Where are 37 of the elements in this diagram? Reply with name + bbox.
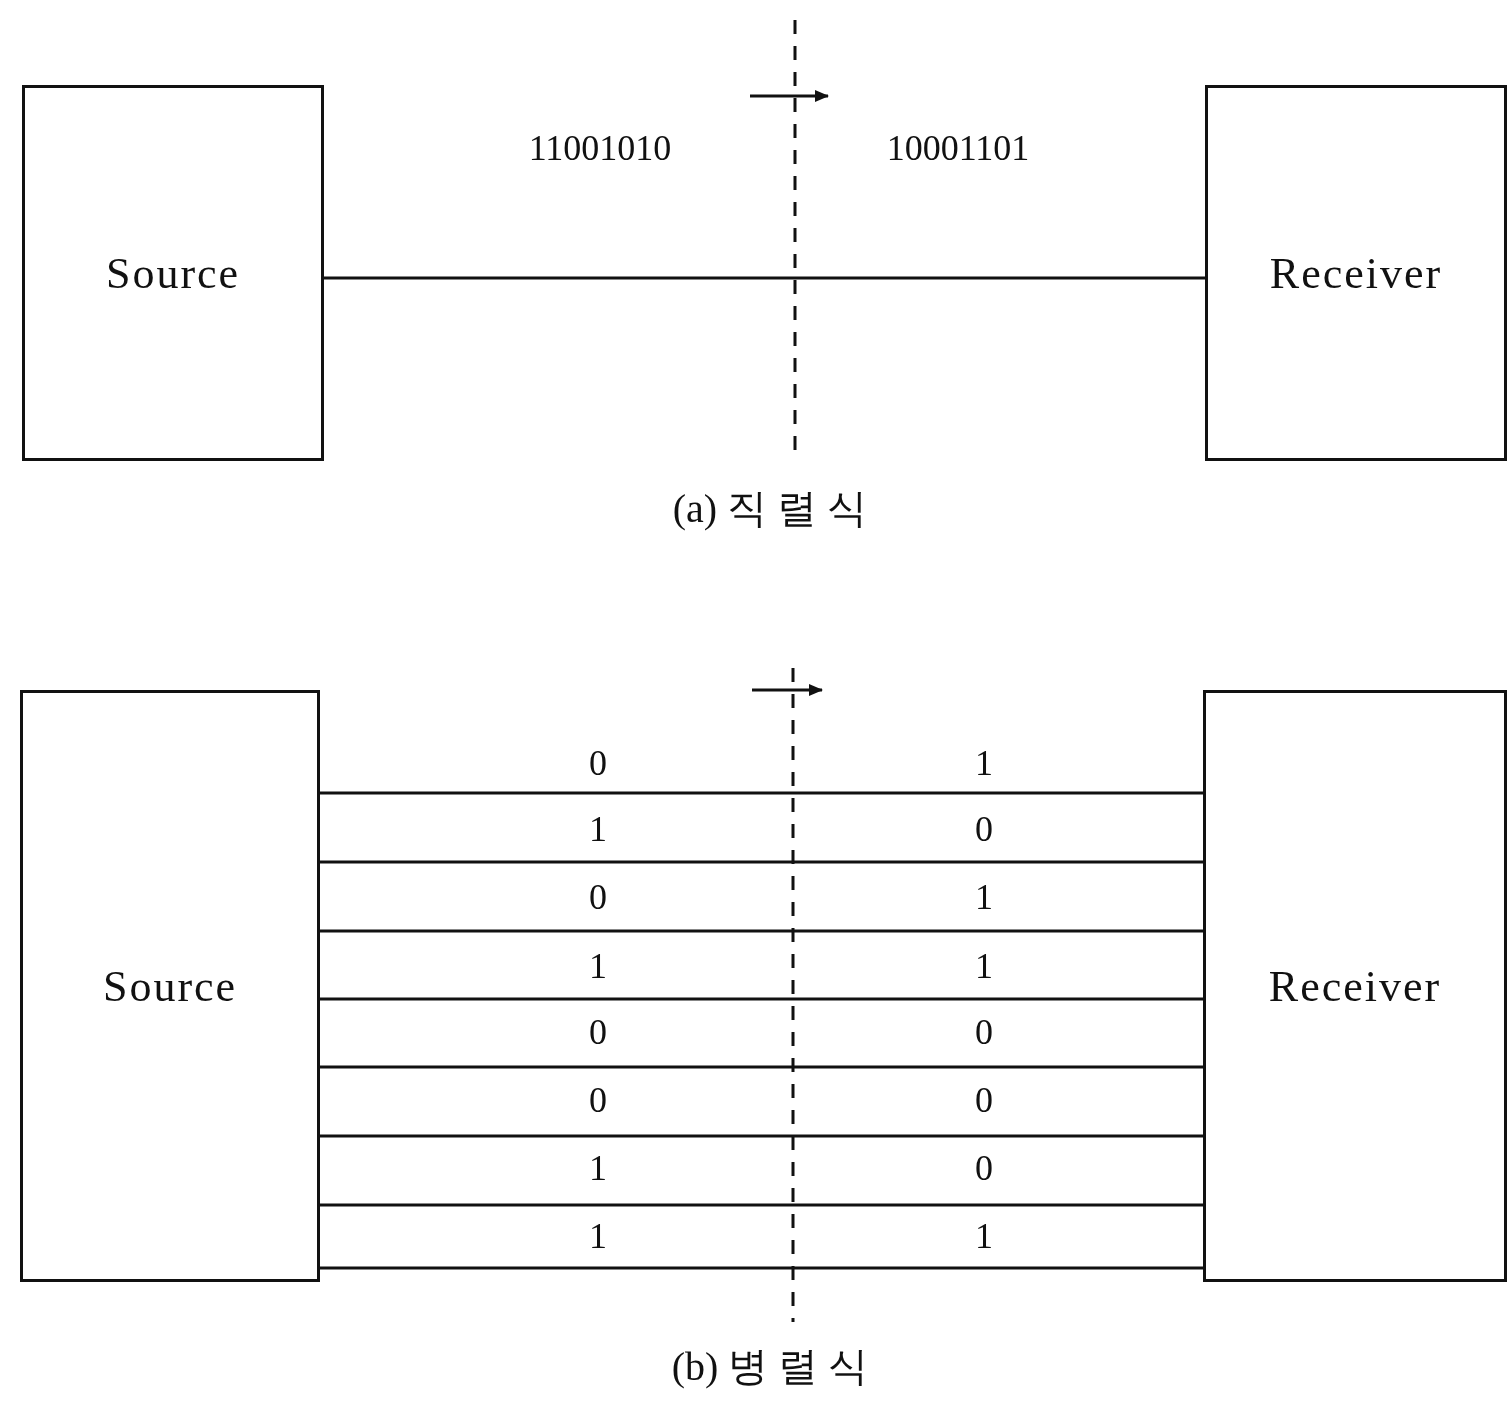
box-label: Receiver — [1269, 247, 1443, 299]
connection-line — [320, 1065, 1203, 1069]
bit-label: 11001010 — [528, 127, 672, 169]
connection-line — [324, 276, 1205, 280]
device-box — [1205, 85, 1507, 461]
figure-caption: (b) 병 렬 식 — [671, 1342, 869, 1391]
bit-label: 1 — [975, 742, 993, 784]
bit-label: 0 — [975, 808, 993, 850]
device-box — [20, 690, 320, 1282]
bit-label: 0 — [589, 876, 607, 918]
bit-label: 0 — [589, 742, 607, 784]
connection-line — [320, 1266, 1203, 1270]
connection-line — [320, 791, 1203, 795]
bit-label: 0 — [975, 1079, 993, 1121]
connection-line — [320, 1203, 1203, 1207]
connection-line — [320, 860, 1203, 864]
bit-label: 1 — [975, 1215, 993, 1257]
bit-label: 10001101 — [886, 127, 1030, 169]
bit-label: 1 — [975, 876, 993, 918]
connection-line — [320, 1134, 1203, 1138]
connection-line — [320, 929, 1203, 933]
bit-label: 0 — [589, 1011, 607, 1053]
bit-label: 0 — [975, 1011, 993, 1053]
bit-label: 1 — [589, 1215, 607, 1257]
box-label: Receiver — [1268, 960, 1442, 1012]
box-label: Source — [105, 247, 241, 299]
bit-label: 0 — [589, 1079, 607, 1121]
device-box — [22, 85, 324, 461]
box-label: Source — [102, 960, 238, 1012]
bit-label: 1 — [975, 945, 993, 987]
device-box — [1203, 690, 1507, 1282]
bit-label: 1 — [589, 808, 607, 850]
bit-label: 1 — [589, 1147, 607, 1189]
bit-label: 0 — [975, 1147, 993, 1189]
figure-caption: (a) 직 렬 식 — [672, 484, 868, 533]
connection-line — [320, 997, 1203, 1001]
bit-label: 1 — [589, 945, 607, 987]
